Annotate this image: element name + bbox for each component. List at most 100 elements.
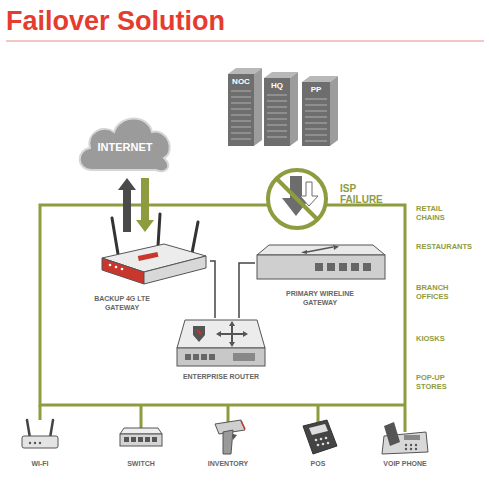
flow-arrow [136, 178, 154, 232]
connector-line [210, 261, 215, 318]
building-part [264, 78, 290, 146]
building-part [267, 130, 287, 132]
wireline-gateway-part [333, 245, 339, 250]
pos-device: POS [295, 416, 341, 456]
scanner-device-art [205, 416, 251, 456]
node-label: ENTERPRISE ROUTER [165, 372, 277, 381]
switch-device-part [152, 437, 157, 442]
wireline-gateway-part [257, 255, 385, 279]
scanner-device-part [241, 421, 245, 429]
building-part [231, 132, 251, 134]
switch-device: SWITCH [118, 416, 164, 456]
wireline-gateway-part [257, 245, 385, 255]
enterprise-router-art [175, 318, 267, 368]
wireline-gateway-part [315, 263, 323, 271]
lte-gateway-art [98, 232, 210, 290]
lte-gateway-part [144, 256, 206, 284]
switch-device-part [131, 437, 136, 442]
node-label: PP [302, 85, 330, 95]
building-part [267, 112, 287, 114]
connector [239, 263, 255, 318]
building-part [330, 76, 338, 146]
wireline-gateway-part [339, 263, 347, 271]
wifi-device: WI-FI [18, 416, 62, 456]
wifi-device-part [39, 442, 41, 444]
wireline-gateway: PRIMARY WIRELINE GATEWAY [255, 243, 387, 283]
lte-gateway-part [109, 264, 112, 267]
wifi-device-part [27, 420, 30, 438]
building-part [267, 100, 287, 102]
enterprise-router-part [231, 324, 233, 344]
lte-gateway: BACKUP 4G LTE GATEWAY [98, 232, 210, 290]
connector [118, 178, 154, 232]
wireline-gateway-part [327, 263, 335, 271]
switch-device-part [120, 434, 162, 446]
node-label: BACKUP 4G LTE GATEWAY [86, 294, 158, 312]
phone-device-art [380, 416, 430, 456]
switch-device-part [138, 437, 143, 442]
node-label: INVENTORY [188, 459, 268, 468]
wireline-gateway-art [255, 243, 387, 283]
connector [210, 261, 215, 318]
building-part [231, 90, 251, 92]
pos-device-part [315, 439, 318, 442]
lte-gateway-part [138, 252, 159, 261]
enterprise-router-part [229, 342, 235, 347]
site-label: RESTAURANTS [416, 242, 468, 251]
building-part [231, 126, 251, 128]
building-part [305, 140, 327, 142]
phone-device-part [384, 422, 400, 446]
isp-failure-symbol [268, 170, 326, 228]
bus-drop [317, 405, 320, 422]
lte-gateway-part [115, 266, 118, 269]
status-label: ISP FAILURE [340, 183, 388, 205]
building-part [305, 134, 327, 136]
building-part [267, 118, 287, 120]
switch-device-art [118, 416, 164, 456]
site-label: KIOSKS [416, 334, 468, 343]
wifi-device-part [50, 420, 53, 438]
phone-device: VOIP PHONE [380, 416, 430, 456]
enterprise-router: ENTERPRISE ROUTER [175, 318, 267, 368]
enterprise-router-part [193, 326, 205, 342]
lte-gateway-part [112, 218, 118, 254]
flow-arrow [118, 178, 136, 232]
building-part [231, 114, 251, 116]
node-label: VOIP PHONE [365, 459, 445, 468]
scanner-device: INVENTORY [205, 416, 251, 456]
enterprise-router-part [197, 330, 201, 334]
slash [277, 179, 317, 219]
building-part [231, 102, 251, 104]
lte-gateway-part [102, 258, 144, 284]
site-label: RETAIL CHAINS [416, 204, 468, 222]
failure-circle [268, 170, 326, 228]
enterprise-router-part [233, 353, 255, 361]
pos-device-part [309, 424, 328, 435]
pos-device-art [295, 416, 341, 456]
building-part [305, 110, 327, 112]
pos-device-part [303, 420, 337, 454]
building-part [305, 128, 327, 130]
node-label: SWITCH [101, 459, 181, 468]
node-label: WI-FI [0, 459, 80, 468]
pos-device-part [322, 443, 325, 446]
building: NOC [228, 66, 262, 146]
switch-device-part [145, 437, 150, 442]
enterprise-router-part [177, 348, 265, 366]
wireline-gateway-part [351, 263, 359, 271]
lte-gateway-part [192, 222, 198, 253]
pos-device-part [325, 437, 328, 440]
building-part [267, 94, 287, 96]
wifi-device-art [18, 416, 62, 456]
wireline-gateway-part [363, 263, 371, 271]
building-part [267, 106, 287, 108]
building-part [231, 138, 251, 140]
bus-drop [39, 405, 42, 420]
pos-device-part [317, 444, 320, 447]
building-part [305, 104, 327, 106]
internet-cloud: INTERNET [76, 108, 174, 176]
bus-drop [404, 405, 407, 432]
enterprise-router-part [177, 320, 265, 348]
enterprise-router-part [243, 331, 248, 337]
